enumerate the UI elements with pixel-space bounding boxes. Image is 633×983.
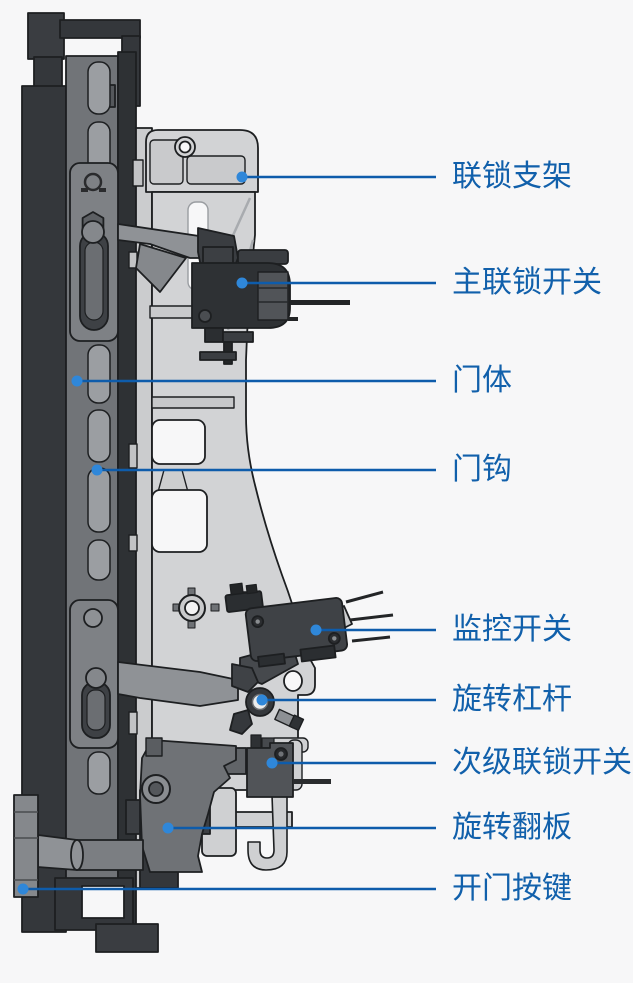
- monitor-tab: [257, 652, 286, 668]
- switch-terminal-pin: [290, 300, 350, 305]
- lever-lower-arm: [229, 709, 253, 735]
- flap-corner-tab: [145, 737, 163, 757]
- leader-dot-secondary-interlock-switch: [266, 757, 278, 769]
- door-top-bar: [59, 19, 141, 39]
- bracket-window-upper: [151, 419, 206, 465]
- bracket-notch-hole: [283, 670, 303, 692]
- secondary-top-bit: [250, 734, 262, 749]
- button-shaft-cap: [70, 839, 84, 871]
- button-plate: [13, 794, 39, 898]
- main-interlock-switch: [191, 246, 350, 365]
- button-shaft: [76, 839, 144, 871]
- door-upper-hinge: [69, 162, 119, 342]
- bracket-boss: [172, 587, 220, 629]
- switch-cap: [257, 271, 289, 321]
- leader-dot-door-body: [71, 375, 83, 387]
- flap-pivot-inner: [148, 781, 164, 797]
- flap-body: [139, 739, 237, 873]
- bracket-bump: [157, 469, 189, 493]
- switch-screw: [198, 309, 212, 323]
- bracket-shelf: [149, 305, 197, 319]
- secondary-terminal-pin: [293, 779, 331, 784]
- monitor-pin-2: [349, 613, 394, 622]
- leader-dot-main-interlock-switch: [236, 277, 248, 289]
- door-open-button: [13, 794, 144, 898]
- monitor-pin-3: [351, 635, 391, 643]
- door-top-block: [27, 12, 65, 60]
- lever-upper-arm: [231, 663, 259, 693]
- door-bottom-window: [81, 885, 125, 919]
- bracket-ring-hole-inner: [178, 140, 192, 154]
- leader-dot-rotating-lever: [256, 694, 268, 706]
- switch-top-step: [237, 249, 289, 265]
- door-lower-hinge: [69, 599, 119, 749]
- switch-terminal-stub: [288, 317, 298, 321]
- monitor-body: [244, 597, 349, 662]
- monitoring-switch: [224, 582, 394, 668]
- monitor-body-group: [224, 582, 349, 668]
- bracket-j-hook: [247, 794, 288, 871]
- leader-dot-door-hook: [91, 464, 103, 476]
- latch-arm: [117, 661, 239, 707]
- leader-dot-door-open-button: [17, 883, 29, 895]
- switch-base: [199, 351, 237, 361]
- secondary-interlock-switch: [246, 734, 331, 798]
- leader-dot-monitoring-switch: [310, 624, 322, 636]
- monitor-pin-1: [345, 590, 384, 604]
- door-bottom-foot: [95, 923, 159, 953]
- bracket-plate-panel-left: [149, 139, 184, 185]
- bracket-window-lower: [151, 489, 208, 553]
- monitor-tab: [299, 644, 337, 663]
- bracket-plate-panel-right: [186, 155, 246, 185]
- bracket-slot-bar: [151, 396, 235, 409]
- rotating-flap: [139, 737, 247, 873]
- hook-arm-flange: [135, 243, 187, 293]
- switch-foot-left: [204, 327, 224, 343]
- leader-dot-rotating-flap: [162, 822, 174, 834]
- lever-bolt-cap: [288, 714, 305, 731]
- door-body: [21, 12, 159, 953]
- callout-layer: [17, 171, 436, 895]
- leader-dot-interlock-bracket: [236, 171, 248, 183]
- switch-foot-right: [222, 331, 254, 343]
